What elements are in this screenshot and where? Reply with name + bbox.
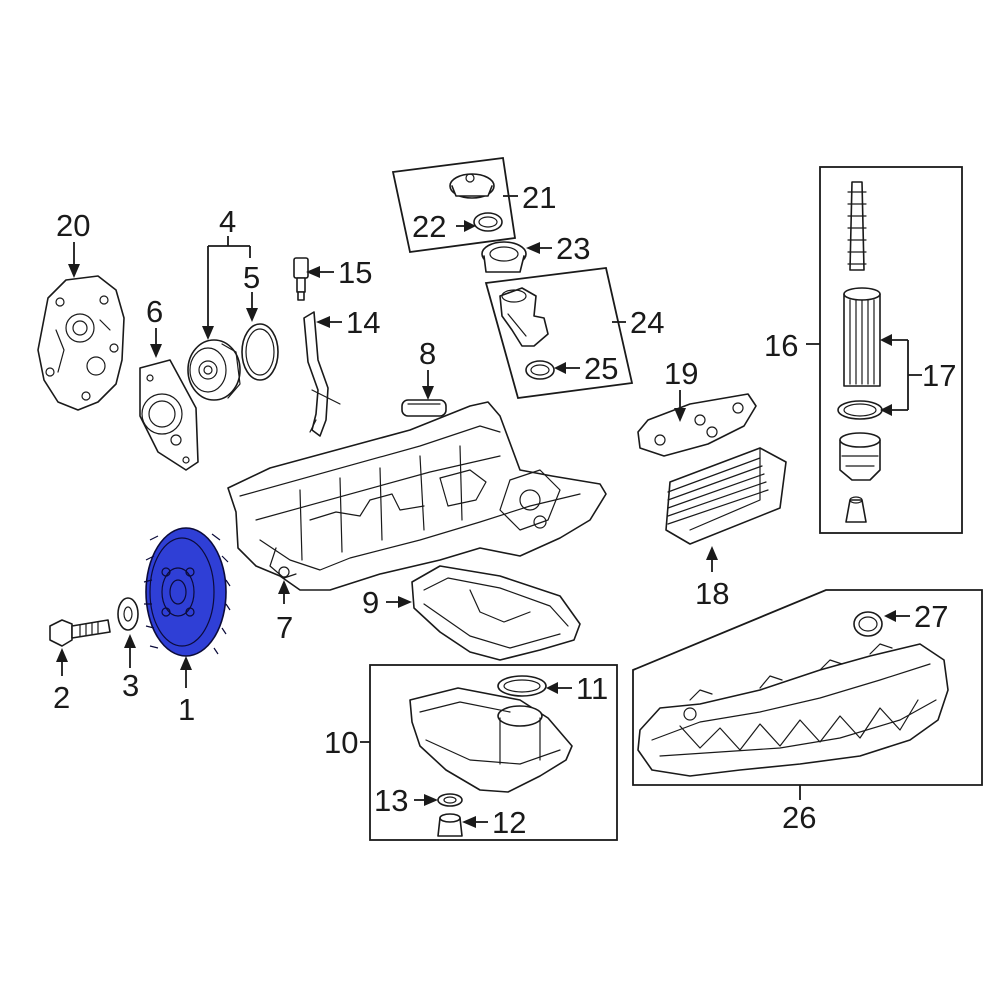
group-box-24 bbox=[484, 267, 634, 399]
part-10-lower-oil-pan[interactable] bbox=[409, 687, 573, 793]
callout-13: 13 bbox=[374, 783, 408, 818]
callout-24: 24 bbox=[630, 305, 664, 340]
part-13-washer[interactable] bbox=[437, 793, 463, 807]
part-16-filter-spring[interactable] bbox=[847, 181, 867, 271]
callout-22: 22 bbox=[412, 209, 446, 244]
part-15-sensor[interactable] bbox=[293, 257, 309, 301]
part-8-cap[interactable] bbox=[401, 399, 447, 417]
callout-25: 25 bbox=[584, 351, 618, 386]
part-2-bolt[interactable] bbox=[49, 619, 111, 647]
callout-19: 19 bbox=[664, 356, 698, 391]
part-22-seal[interactable] bbox=[473, 212, 503, 232]
callout-4: 4 bbox=[219, 204, 236, 239]
group-box-21 bbox=[391, 156, 517, 254]
part-11-seal-ring[interactable] bbox=[497, 675, 547, 697]
callout-11: 11 bbox=[576, 671, 608, 706]
callout-12: 12 bbox=[492, 805, 526, 840]
callout-7: 7 bbox=[276, 610, 293, 645]
callout-23: 23 bbox=[556, 231, 590, 266]
callout-20: 20 bbox=[56, 208, 90, 243]
callout-3: 3 bbox=[122, 668, 139, 703]
callout-10: 10 bbox=[324, 725, 358, 760]
part-19-cooler-gasket[interactable] bbox=[637, 393, 757, 457]
part-16-drain-plug[interactable] bbox=[845, 496, 867, 523]
callout-26: 26 bbox=[782, 800, 816, 835]
part-16-filter-cap[interactable] bbox=[839, 432, 881, 481]
part-7-upper-oil-pan[interactable] bbox=[227, 401, 607, 591]
callout-5: 5 bbox=[243, 260, 260, 295]
group-box-10 bbox=[369, 664, 618, 841]
callout-16: 16 bbox=[764, 328, 798, 363]
callout-18: 18 bbox=[695, 576, 729, 611]
part-4-oil-pump[interactable] bbox=[187, 339, 241, 401]
part-17-o-ring[interactable] bbox=[837, 400, 883, 420]
part-3-washer[interactable] bbox=[117, 597, 139, 631]
part-20-front-cover[interactable] bbox=[37, 275, 125, 411]
callout-1: 1 bbox=[178, 692, 195, 727]
part-14-dipstick-tube[interactable] bbox=[303, 311, 341, 437]
part-5-o-ring[interactable] bbox=[241, 323, 279, 381]
part-6-gasket[interactable] bbox=[139, 359, 199, 471]
callout-9: 9 bbox=[362, 585, 379, 620]
callout-21: 21 bbox=[522, 180, 556, 215]
group-box-16 bbox=[819, 166, 963, 534]
callout-14: 14 bbox=[346, 305, 380, 340]
part-17-filter-element[interactable] bbox=[843, 287, 881, 387]
part-12-drain-plug[interactable] bbox=[437, 813, 463, 837]
callout-2: 2 bbox=[53, 680, 70, 715]
part-24-housing[interactable] bbox=[499, 287, 549, 347]
part-18-oil-cooler[interactable] bbox=[665, 447, 787, 545]
callout-6: 6 bbox=[146, 294, 163, 329]
callout-17: 17 bbox=[922, 358, 956, 393]
part-23-filler-neck[interactable] bbox=[481, 241, 527, 273]
callout-15: 15 bbox=[338, 255, 372, 290]
part-27-seal-ring[interactable] bbox=[853, 611, 883, 637]
part-9-baffle[interactable] bbox=[411, 565, 581, 661]
callout-8: 8 bbox=[419, 336, 436, 371]
part-26-intake-manifold[interactable] bbox=[637, 643, 949, 777]
callout-27: 27 bbox=[914, 599, 948, 634]
part-1-crankshaft-pulley[interactable] bbox=[143, 527, 231, 657]
part-21-cap[interactable] bbox=[449, 173, 495, 199]
group-box-26 bbox=[632, 589, 983, 786]
part-25-seal[interactable] bbox=[525, 360, 555, 380]
